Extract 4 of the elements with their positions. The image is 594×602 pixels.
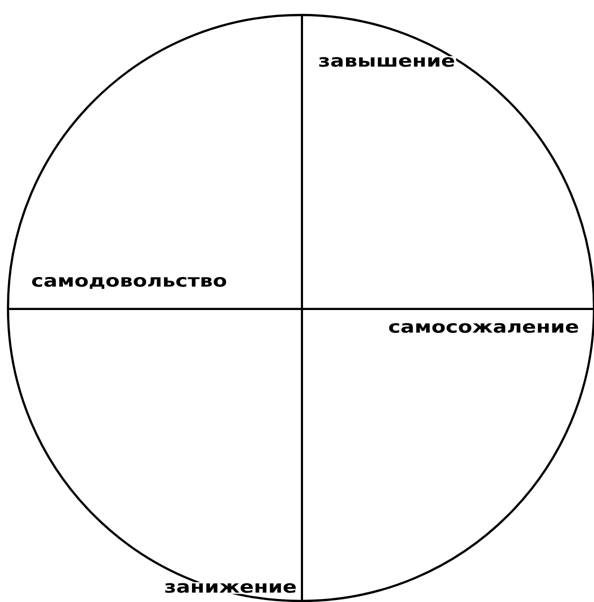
quadrant-label: занижение <box>163 582 298 594</box>
quadrant-label: самодовольство <box>30 276 228 290</box>
quadrant-label: завышение <box>317 56 456 68</box>
quadrant-label: самосожаление <box>387 322 580 334</box>
